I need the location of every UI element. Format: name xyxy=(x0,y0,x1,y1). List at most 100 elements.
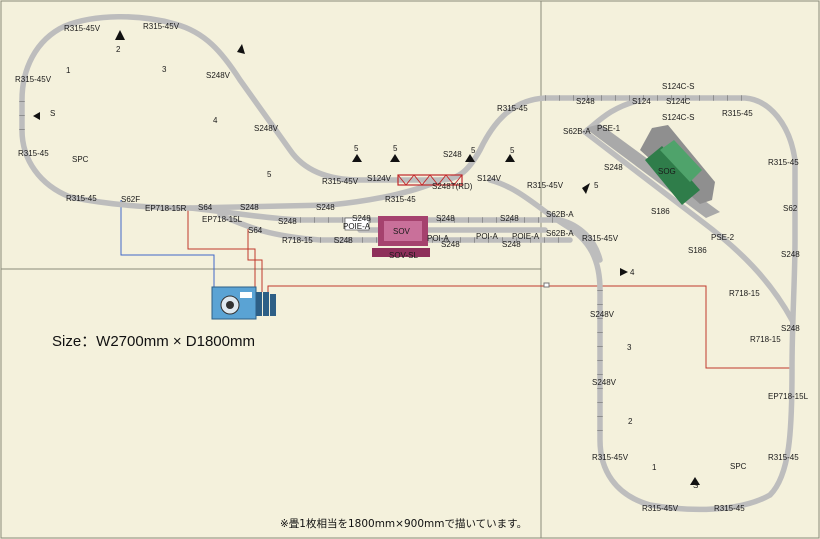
note-text: ※畳1枚相当を1800mm×900mmで描いています。 xyxy=(280,517,527,530)
label: SPC xyxy=(730,462,747,471)
wire-red-3 xyxy=(267,285,792,369)
label: R718-15 xyxy=(282,236,313,245)
label: S62B-A xyxy=(546,229,574,238)
label: R315-45 xyxy=(722,109,753,118)
track-left-lower xyxy=(67,177,443,211)
label: POI-A xyxy=(476,232,498,241)
label: S248V xyxy=(590,310,615,319)
label: SPC xyxy=(72,155,89,164)
label: S248T(RD) xyxy=(432,182,473,191)
wire-red-1 xyxy=(187,210,256,292)
label: R315-45 xyxy=(66,194,97,203)
label: SOV-SL xyxy=(389,251,418,260)
track-yard-1 xyxy=(187,205,563,223)
label: S248V xyxy=(206,71,231,80)
label: S248 xyxy=(441,240,460,249)
label: R315-45 xyxy=(385,195,416,204)
signal-number: 4 xyxy=(630,268,635,277)
signal-markers xyxy=(33,30,700,485)
signal-number: 4 xyxy=(213,116,218,125)
label: S124V xyxy=(367,174,392,183)
label: EP718-15R xyxy=(145,204,187,213)
signal-number: 1 xyxy=(66,66,71,75)
label: S64 xyxy=(248,226,263,235)
label: S248 xyxy=(278,217,297,226)
signal-number: 5 xyxy=(393,144,398,153)
label: S248 xyxy=(334,236,353,245)
bridge xyxy=(397,174,463,186)
label: S248 xyxy=(604,163,623,172)
label: S248 xyxy=(781,324,800,333)
track-yard-connect xyxy=(557,217,603,263)
label: R718-15 xyxy=(729,289,760,298)
label: S62 xyxy=(783,204,798,213)
label: S186 xyxy=(651,207,670,216)
label: S248V xyxy=(254,124,279,133)
track-yard-2 xyxy=(217,212,573,243)
signal-number: 3 xyxy=(162,65,167,74)
signal-number: 3 xyxy=(627,343,632,352)
signal-number: 2 xyxy=(116,45,121,54)
track-station-diagonal xyxy=(582,129,795,323)
label: S248 xyxy=(352,214,371,223)
label: PSE-2 xyxy=(711,233,735,242)
size-text: Size：W2700mm × D1800mm xyxy=(52,333,255,350)
label: S124 xyxy=(632,97,651,106)
label: EP718-15L xyxy=(768,392,809,401)
label: S248 xyxy=(500,214,519,223)
label: S248V xyxy=(592,378,617,387)
label: S62B-A xyxy=(546,210,574,219)
label: POIE-A xyxy=(343,222,371,231)
label: S248 xyxy=(316,203,335,212)
station-right xyxy=(585,124,720,218)
signal-number: 5 xyxy=(267,170,272,179)
label: S62B-A xyxy=(563,127,591,136)
label: S248 xyxy=(576,97,595,106)
label: S248 xyxy=(781,250,800,259)
label: SOV xyxy=(393,227,411,236)
label: R315-45V xyxy=(322,177,359,186)
label: R315-45 xyxy=(18,149,49,158)
label: R718-15 xyxy=(750,335,781,344)
label: EP718-15L xyxy=(202,215,243,224)
label: S124C xyxy=(666,97,691,106)
label: S124C-S xyxy=(662,113,694,122)
signal-numbers: 2 1 3 4 5 5 5 5 5 5 5 4 3 2 1 xyxy=(66,45,657,472)
label: S248 xyxy=(443,150,462,159)
label: S124V xyxy=(477,174,502,183)
label: S124C-S xyxy=(662,82,694,91)
signal-number: 5 xyxy=(510,146,515,155)
label: R315-45 xyxy=(768,158,799,167)
label: S62F xyxy=(121,195,140,204)
label: R315-45V xyxy=(592,453,629,462)
label: S xyxy=(693,481,698,490)
label: SOG xyxy=(658,167,676,176)
controller xyxy=(211,286,276,320)
signal-number: 1 xyxy=(652,463,657,472)
signal-number: 5 xyxy=(471,146,476,155)
wire-joint xyxy=(543,282,550,288)
signal-number: 5 xyxy=(354,144,359,153)
label: S248 xyxy=(436,214,455,223)
signal-number: 2 xyxy=(628,417,633,426)
track-upper-loop xyxy=(19,14,798,513)
label: R315-45V xyxy=(143,22,180,31)
wire-blue xyxy=(120,200,215,287)
label: R315-45V xyxy=(582,234,619,243)
label: S248 xyxy=(240,203,259,212)
label: R315-45V xyxy=(15,75,52,84)
board-right xyxy=(540,0,820,539)
label: R315-45 xyxy=(497,104,528,113)
label: S248 xyxy=(502,240,521,249)
label: S64 xyxy=(198,203,213,212)
label: S xyxy=(50,109,55,118)
label: PSE-1 xyxy=(597,124,621,133)
label: R315-45V xyxy=(642,504,679,513)
wiring xyxy=(120,200,792,369)
signal-number: 5 xyxy=(594,181,599,190)
label: R315-45V xyxy=(527,181,564,190)
board-top-left xyxy=(0,0,542,270)
sov-building xyxy=(344,216,430,257)
label: POI-A xyxy=(427,234,449,243)
